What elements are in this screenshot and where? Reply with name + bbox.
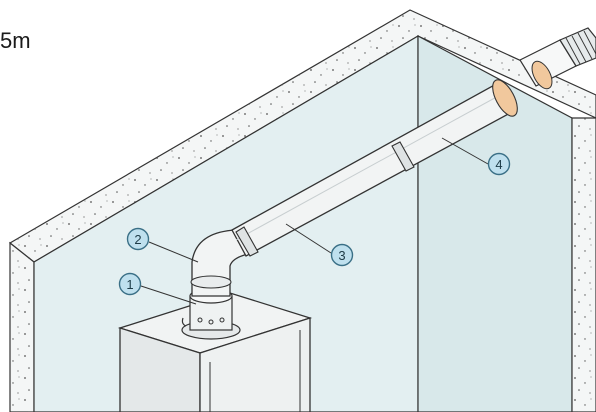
callout-3: 3 <box>330 243 354 267</box>
callout-2-number: 2 <box>134 232 141 247</box>
callout-3-leader <box>285 223 332 254</box>
callout-1: 1 <box>118 272 142 296</box>
callout-1-number: 1 <box>126 277 133 292</box>
callout-4: 4 <box>487 152 511 176</box>
callout-1-leader <box>140 285 197 305</box>
flue-pipe <box>231 27 596 257</box>
back-wall <box>33 34 419 412</box>
callout-2: 2 <box>126 227 150 251</box>
callout-4-leader <box>441 137 489 165</box>
callout-2-leader <box>148 241 199 263</box>
flue-adaptor <box>181 288 241 340</box>
length-label: 5m <box>0 28 31 53</box>
callout-3-number: 3 <box>338 248 345 263</box>
callout-4-number: 4 <box>495 157 502 172</box>
